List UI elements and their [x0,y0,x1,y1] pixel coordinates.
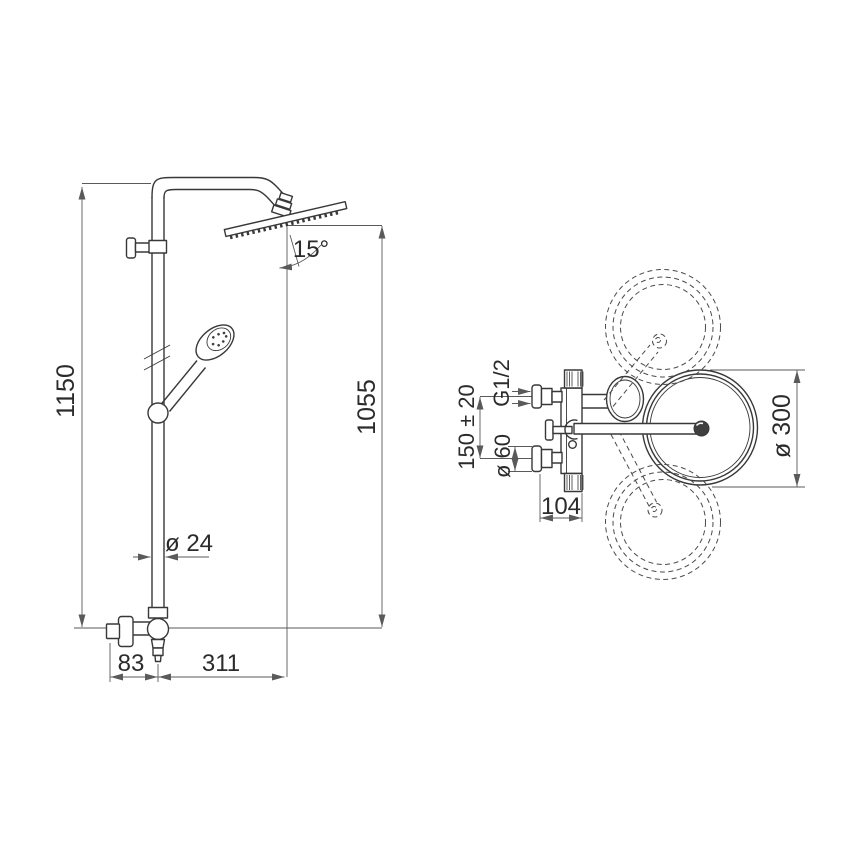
front-view-dimension-lines [74,183,386,682]
upper-wall-bracket [125,237,168,259]
dim-escutcheon-diameter-label: ø 60 [490,434,515,478]
dim-head-height-label: 1055 [353,379,381,435]
pipe-break-marks [143,344,171,371]
front-view: 1150 1055 15° ø 24 83 311 [52,176,386,682]
hand-shower-assembly [147,324,235,424]
dim-head-angle-label: 15° [293,236,329,263]
dim-valve-depth-label: 104 [541,493,581,520]
valve-handle-top [531,384,563,409]
overhead-arm [564,419,710,450]
hand-shower-cradle [605,375,645,423]
riser-pipe [151,176,290,611]
dim-head-reach-label: 311 [202,650,240,677]
top-view-dimension-lines [476,369,805,522]
top-view: G1/2 150 ± 20 ø 60 104 ø 300 [454,269,805,580]
dim-total-height-label: 1150 [52,364,80,418]
cradle-hook [564,419,578,440]
wall-supply-connection [105,606,170,663]
hand-shower-spray-dots [211,331,228,347]
dim-thread-size-label: G1/2 [489,359,514,407]
slider-knob [147,402,169,424]
dim-column-diameter-label: ø 24 [165,530,213,557]
diverter-knob [544,419,573,441]
dim-wall-offset-label: 83 [118,650,145,677]
dim-head-diameter-label: ø 300 [768,394,796,458]
dim-inlet-spacing-label: 150 ± 20 [454,384,479,469]
hand-shower-swivel-envelope [603,269,721,580]
overhead-shower-head [223,200,348,240]
valve-handle-bottom [531,445,563,473]
